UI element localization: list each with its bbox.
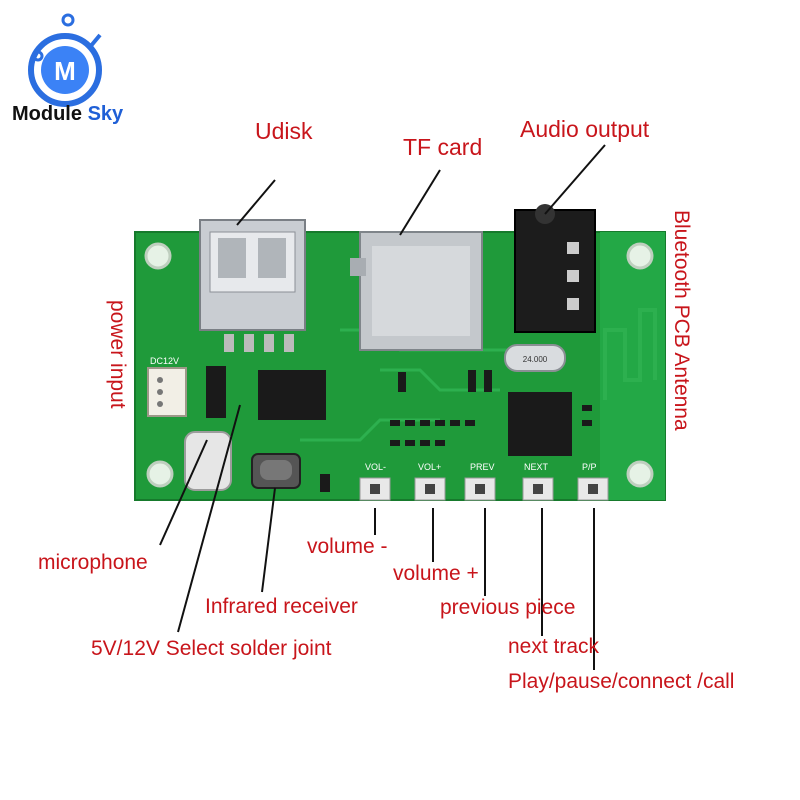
antenna-trace bbox=[603, 308, 657, 400]
mount-hole bbox=[144, 242, 172, 270]
button-label-vol-down: VOL- bbox=[365, 462, 386, 472]
label-power-input: power input bbox=[106, 300, 129, 409]
audio-jack bbox=[514, 204, 596, 333]
label-volume-down: volume - bbox=[307, 535, 388, 558]
leader-tf-card bbox=[399, 169, 441, 236]
crystal-label: 24.000 bbox=[523, 355, 548, 364]
microphone-component bbox=[184, 431, 232, 491]
crystal-oscillator: 24.000 bbox=[504, 344, 566, 372]
label-bluetooth-antenna: Bluetooth PCB Antenna bbox=[670, 210, 693, 431]
label-volume-up: volume + bbox=[393, 562, 479, 585]
dc-label: DC12V bbox=[150, 356, 179, 366]
smd-parts bbox=[320, 370, 592, 492]
label-solder-select: 5V/12V Select solder joint bbox=[91, 637, 332, 660]
tf-card-slot bbox=[350, 231, 483, 351]
leader-solder-select bbox=[177, 404, 241, 633]
button-label-play-pause: P/P bbox=[582, 462, 597, 472]
mount-hole bbox=[626, 460, 654, 488]
brand-name-part1: Module bbox=[12, 103, 82, 125]
brand-name: Module Sky bbox=[12, 103, 123, 126]
leader-udisk bbox=[236, 179, 276, 226]
diode bbox=[206, 366, 226, 418]
button-label-vol-up: VOL+ bbox=[418, 462, 441, 472]
leader-lines bbox=[159, 144, 606, 670]
mount-hole bbox=[626, 242, 654, 270]
label-audio-output: Audio output bbox=[520, 116, 650, 142]
button-label-next: NEXT bbox=[524, 462, 549, 472]
main-chip bbox=[508, 392, 572, 456]
mount-hole bbox=[146, 460, 174, 488]
power-connector: DC12V bbox=[147, 356, 187, 417]
leader-infrared bbox=[261, 487, 276, 593]
label-play-pause: Play/pause/connect /call bbox=[508, 670, 735, 693]
label-udisk: Udisk bbox=[255, 118, 313, 144]
label-previous: previous piece bbox=[440, 596, 576, 619]
regulator-chip bbox=[258, 370, 326, 420]
brand-logo-icon: M bbox=[28, 13, 102, 107]
leader-microphone bbox=[159, 439, 208, 546]
label-microphone: microphone bbox=[38, 551, 148, 574]
label-infrared: Infrared receiver bbox=[205, 595, 358, 618]
ir-receiver bbox=[251, 453, 301, 489]
leader-audio-output bbox=[544, 144, 606, 215]
brand-name-part2: Sky bbox=[87, 103, 124, 125]
pcb-board: 24.000 DC12V bbox=[134, 204, 666, 501]
label-tf-card: TF card bbox=[403, 134, 483, 160]
tact-buttons bbox=[359, 477, 609, 501]
label-next: next track bbox=[508, 635, 600, 658]
logo-letter: M bbox=[54, 56, 76, 86]
usb-port bbox=[199, 219, 306, 352]
button-label-prev: PREV bbox=[470, 462, 495, 472]
